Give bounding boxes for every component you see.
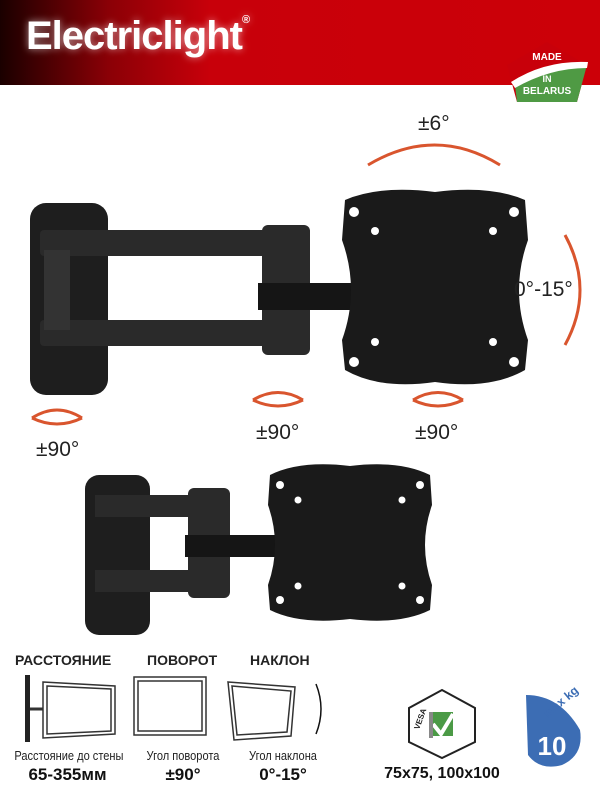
feature-icons [25,675,322,742]
header-banner [0,0,600,85]
wall-icon [25,675,30,742]
badge-belarus: BELARUS [523,86,572,97]
bracket-illustration [30,143,582,635]
vesa-logo: VESA [408,688,476,760]
feature-title-tilt: НАКЛОН [250,652,310,668]
max-load-badge: max kg 10 [526,685,581,767]
feature-caption-tilt: Угол наклона [249,748,317,763]
lower-arm [40,320,310,346]
feature-value-distance: 65-355мм [28,765,107,784]
vesa-sizes: 75x75, 100x100 [384,765,500,782]
badge-in: IN [543,74,552,84]
brand-name: Electriclight [26,14,243,58]
feature-value-tilt: 0°-15° [259,765,307,784]
swivel-wall-label: ±90° [36,438,80,461]
plate-rotate-arrow [367,143,501,167]
upper-arm [40,230,310,256]
tilt-label: 0°-15° [514,278,573,301]
feature-value-swivel: ±90° [165,765,201,784]
tilt-arrow [563,234,582,346]
feature-title-distance: РАССТОЯНИЕ [15,652,112,668]
swivel-head-label: ±90° [415,421,459,444]
vesa-plate [342,189,528,385]
feature-title-swivel: ПОВОРОТ [147,652,218,668]
brand-logo: Electriclight® [26,14,250,59]
badge-made: MADE [532,52,562,63]
max-kg-value: 10 [538,731,567,761]
feature-caption-distance: Расстояние до стены [14,748,124,763]
rotation-arrows [31,143,582,426]
plate-rotate-label: ±6° [418,112,450,135]
feature-caption-swivel: Угол поворота [146,748,220,763]
registered-mark: ® [241,14,250,26]
made-in-belarus-badge: MADE IN BELARUS [507,42,588,102]
swivel-mid-label: ±90° [256,421,300,444]
